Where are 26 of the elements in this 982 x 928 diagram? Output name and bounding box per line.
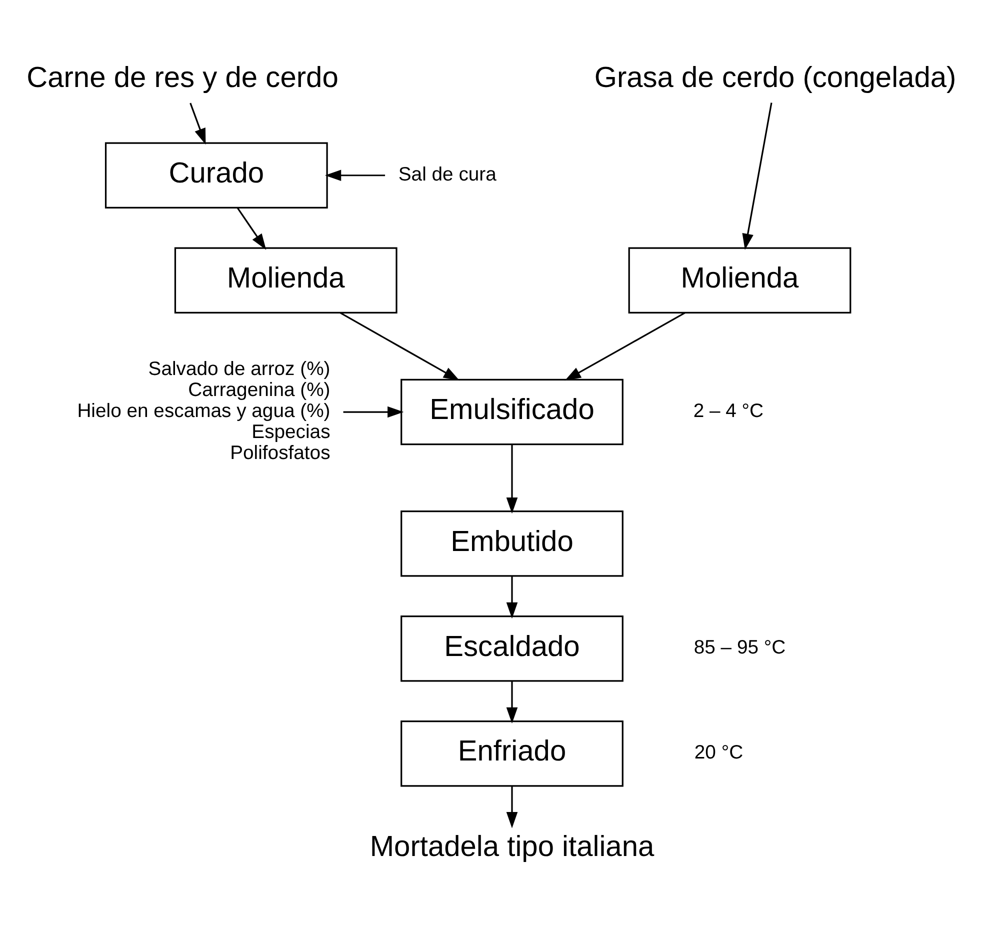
arrow — [506, 680, 518, 724]
node-box: Molienda — [628, 246, 852, 313]
node-text: Mortadela tipo italiana — [370, 830, 654, 863]
node-label: 2 – 4 °C — [693, 400, 764, 422]
arrow — [506, 786, 518, 828]
node-text: Salvado de arroz (%) Carragenina (%) Hielo en escamas y agua (%) Especias Polifosfatos — [77, 358, 330, 464]
node-box: Enfriado — [400, 720, 624, 786]
node-label: 85 – 95 °C — [694, 636, 786, 658]
node-box: Escaldado — [400, 615, 624, 682]
node-box: Embutido — [400, 510, 624, 576]
node-text: Carne de res y de cerdo — [26, 62, 338, 94]
arrow — [742, 102, 772, 250]
arrow — [506, 444, 518, 514]
node-box: Emulsificado — [400, 378, 624, 445]
arrow — [343, 406, 404, 418]
arrow — [324, 169, 386, 181]
arrow — [340, 312, 460, 380]
arrow — [564, 312, 686, 380]
arrow — [190, 102, 206, 144]
node-box: Curado — [104, 142, 328, 208]
node-label: 20 °C — [694, 741, 744, 764]
node-box: Molienda — [174, 246, 398, 313]
arrow — [506, 576, 518, 618]
node-text: Sal de cura — [398, 162, 496, 185]
node-text: Grasa de cerdo (congelada) — [594, 62, 956, 94]
arrow — [236, 207, 266, 250]
